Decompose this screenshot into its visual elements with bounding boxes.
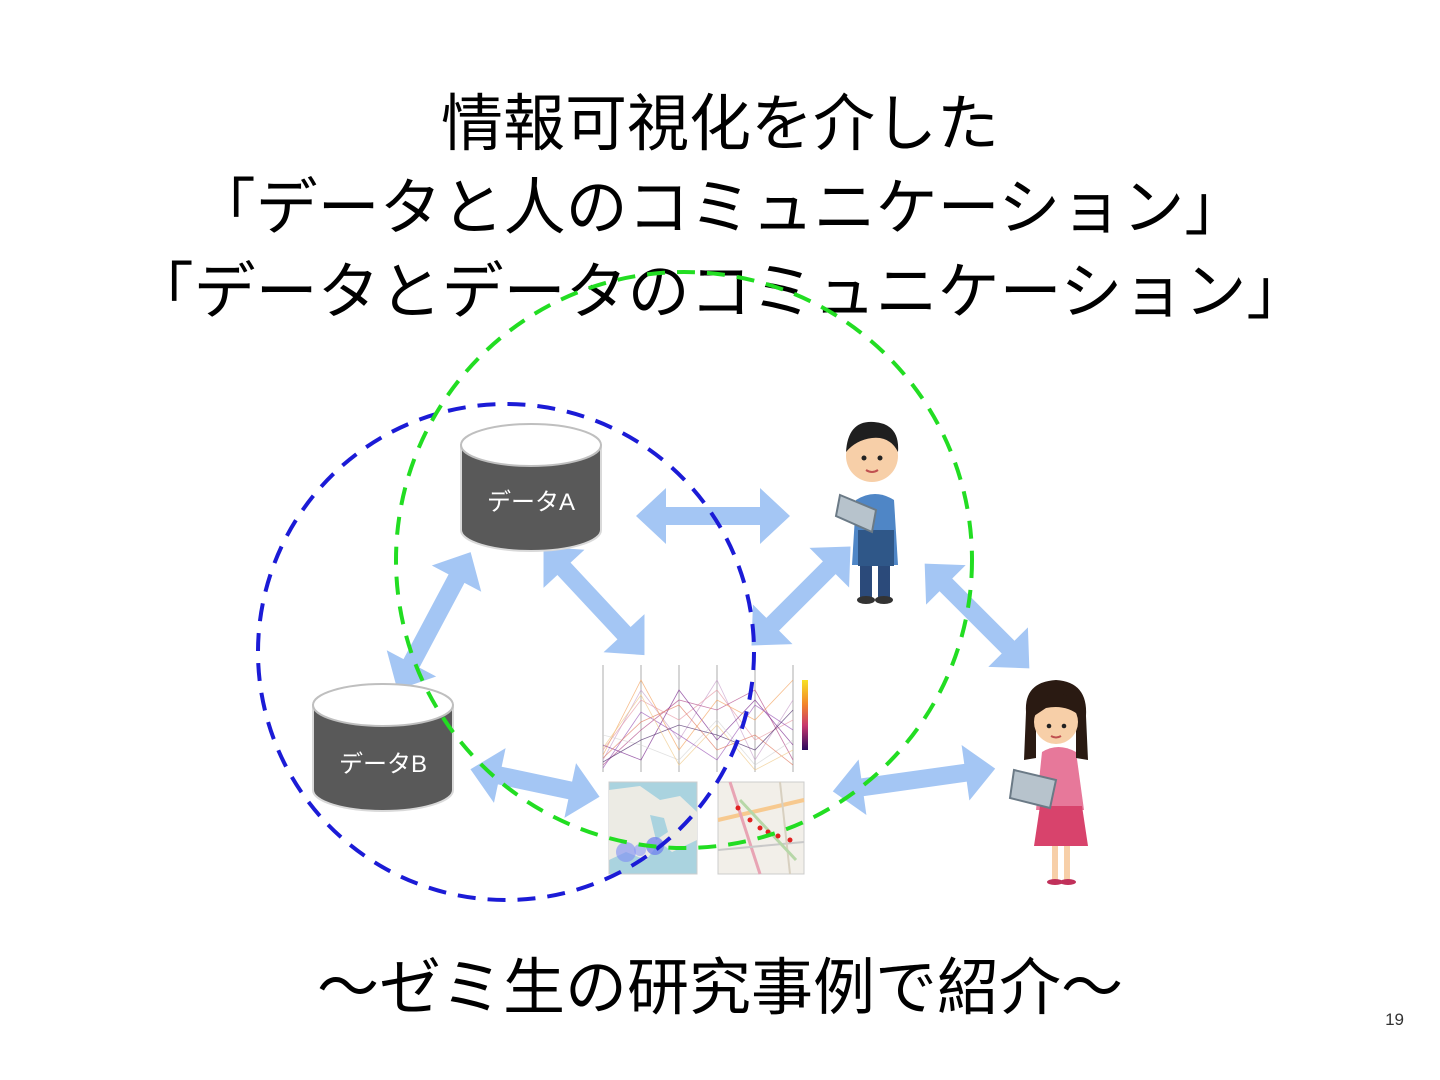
database-b: データB [312, 683, 454, 812]
map-thumbnail-kanto [608, 781, 698, 875]
footer-caption: ～ゼミ生の研究事例で紹介～ [316, 951, 1123, 1024]
database-a: データA [460, 423, 602, 552]
arrow-person1-visualization [751, 546, 851, 646]
arrow-visualization-person2 [832, 745, 996, 815]
man-with-tablet-icon [834, 421, 899, 604]
arrow-dataA-dataB [386, 552, 482, 690]
arrow-dataB-map [470, 748, 600, 818]
woman-with-tablet-icon [1008, 680, 1088, 885]
title-line-1: 情報可視化を介した [440, 87, 999, 160]
database-b-label: データB [339, 751, 427, 778]
title-line-3: 「データとデータのコミュニケーション」 [131, 255, 1309, 328]
title-line-2: 「データと人のコミュニケーション」 [193, 171, 1247, 244]
arrow-person1-person2 [924, 563, 1030, 669]
data-human-communication-circle [394, 270, 974, 850]
parallel-coordinates-thumbnail [593, 658, 823, 776]
arrows [386, 488, 1030, 818]
page-number: 19 [1385, 1010, 1404, 1029]
data-data-communication-circle [256, 402, 756, 902]
arrow-dataA-visualization [543, 546, 645, 656]
database-a-label: データA [487, 489, 575, 516]
